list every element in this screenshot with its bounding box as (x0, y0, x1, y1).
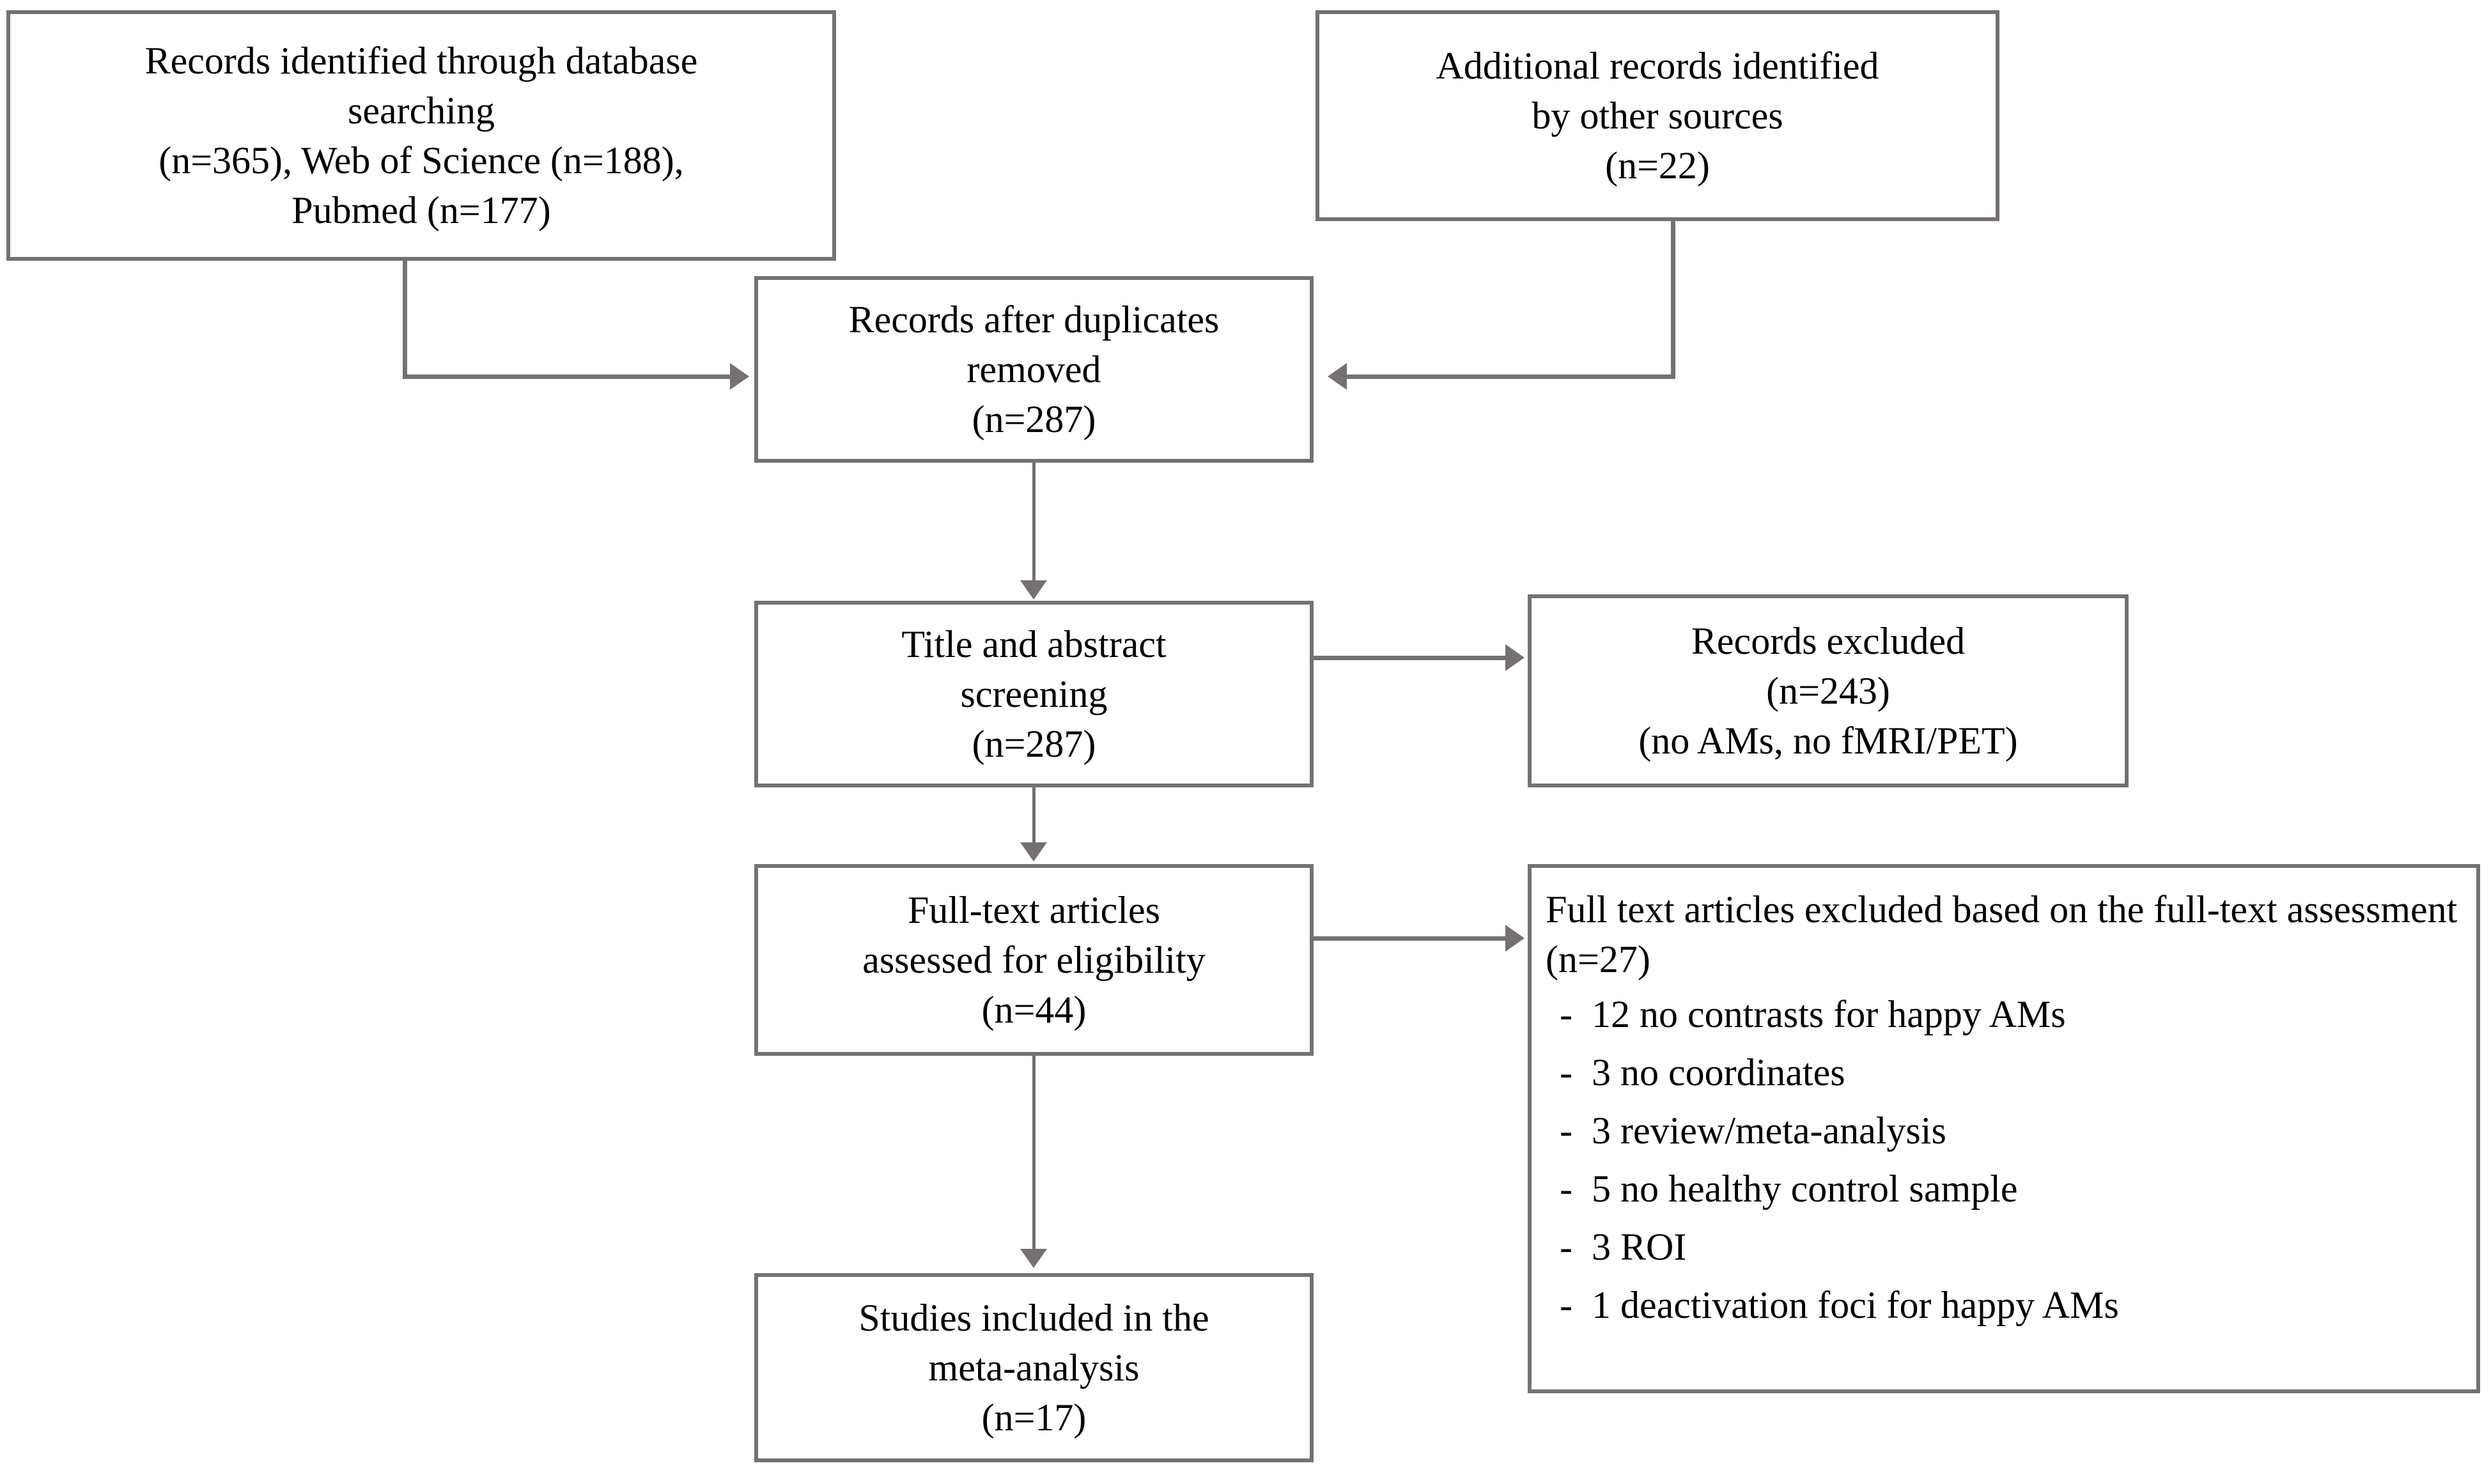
box-studies-included-meta-analysis: Studies included in the meta-analysis (n… (754, 1273, 1314, 1462)
box-line: Records after duplicates (848, 298, 1220, 341)
box-additional-records-other-sources: Additional records identified by other s… (1315, 10, 1999, 221)
box-line: (n=287) (972, 723, 1096, 765)
list-item: - 5 no healthy control sample (1546, 1165, 2476, 1213)
arrow-into-screening (1020, 580, 1047, 599)
connector-database-to-duplicates-horizontal (403, 375, 732, 379)
box-line: assessed for eligibility (862, 939, 1206, 981)
list-item-label: 3 review/meta-analysis (1592, 1109, 1946, 1152)
box-line: searching (348, 89, 495, 132)
box-line: Title and abstract (901, 623, 1167, 665)
box-fulltext-excluded-list: Full text articles excluded based on the… (1528, 864, 2480, 1393)
box-line: Pubmed (n=177) (291, 189, 551, 231)
box-line: (n=22) (1605, 144, 1710, 187)
bullet-marker: - (1560, 1226, 1572, 1268)
box-line: Studies included in the (858, 1297, 1209, 1339)
box-line: (n=287) (972, 398, 1096, 440)
box-line: Additional records identified (1436, 45, 1879, 87)
box-records-identified-database: Records identified through database sear… (6, 10, 836, 261)
connector-fulltext-to-fulltext-excluded (1314, 936, 1510, 941)
connector-database-to-duplicates-vertical (403, 261, 407, 377)
box-line: Records identified through database (144, 40, 698, 82)
box-line: (n=365), Web of Science (n=188), (159, 139, 684, 182)
list-item-label: 12 no contrasts for happy AMs (1592, 993, 2066, 1035)
box-line: Records excluded (1691, 620, 1966, 662)
arrow-into-duplicates-left (730, 363, 749, 390)
arrow-into-fulltext-excluded (1505, 925, 1525, 952)
list-item-label: 1 deactivation foci for happy AMs (1592, 1284, 2119, 1326)
box-fulltext-assessed-eligibility: Full-text articles assessed for eligibil… (754, 864, 1314, 1056)
box-title-abstract-screening: Title and abstract screening (n=287) (754, 601, 1314, 787)
bullet-marker: - (1560, 1051, 1572, 1094)
list-item-label: 3 ROI (1592, 1226, 1687, 1268)
arrow-into-fulltext-assessed (1020, 842, 1047, 862)
connector-duplicates-to-screening (1032, 463, 1036, 583)
list-item-label: 5 no healthy control sample (1592, 1168, 2018, 1210)
box-line: (n=17) (981, 1396, 1087, 1439)
box-line: by other sources (1532, 95, 1783, 137)
box-line: removed (966, 348, 1101, 390)
bullet-marker: - (1560, 1168, 1572, 1210)
box-line: (n=44) (981, 989, 1087, 1031)
connector-screening-to-fulltext (1032, 787, 1036, 845)
box-line: (n=243) (1766, 670, 1890, 712)
box-line: meta-analysis (928, 1347, 1140, 1389)
arrow-into-duplicates-right (1328, 363, 1347, 390)
connector-fulltext-to-studies-included (1032, 1056, 1036, 1251)
list-item: - 3 review/meta-analysis (1546, 1107, 2476, 1155)
arrow-into-records-excluded (1505, 644, 1525, 671)
bullet-marker: - (1560, 993, 1572, 1035)
bullet-marker: - (1560, 1109, 1572, 1152)
box-line: screening (960, 673, 1108, 715)
box-records-after-duplicates-removed: Records after duplicates removed (n=287) (754, 276, 1314, 463)
box-line: Full-text articles (908, 889, 1160, 931)
list-item: - 3 no coordinates (1546, 1049, 2476, 1097)
list-item-label: 3 no coordinates (1592, 1051, 1845, 1094)
box-records-excluded: Records excluded (n=243) (no AMs, no fMR… (1528, 594, 2129, 787)
bullet-marker: - (1560, 1284, 1572, 1326)
connector-screening-to-records-excluded (1314, 656, 1510, 660)
list-item: - 3 ROI (1546, 1223, 2476, 1271)
box-line: (no AMs, no fMRI/PET) (1638, 720, 2018, 762)
connector-other-sources-to-duplicates-horizontal (1346, 375, 1675, 379)
arrow-into-studies-included (1020, 1249, 1047, 1268)
list-item: - 12 no contrasts for happy AMs (1546, 991, 2476, 1039)
fulltext-excluded-count: (n=27) (1546, 938, 1650, 980)
list-item: - 1 deactivation foci for happy AMs (1546, 1281, 2476, 1329)
connector-other-sources-to-duplicates-vertical (1671, 221, 1675, 377)
fulltext-excluded-heading: Full text articles excluded based on the… (1546, 888, 2458, 931)
fulltext-excluded-reason-list: - 12 no contrasts for happy AMs - 3 no c… (1546, 991, 2476, 1340)
